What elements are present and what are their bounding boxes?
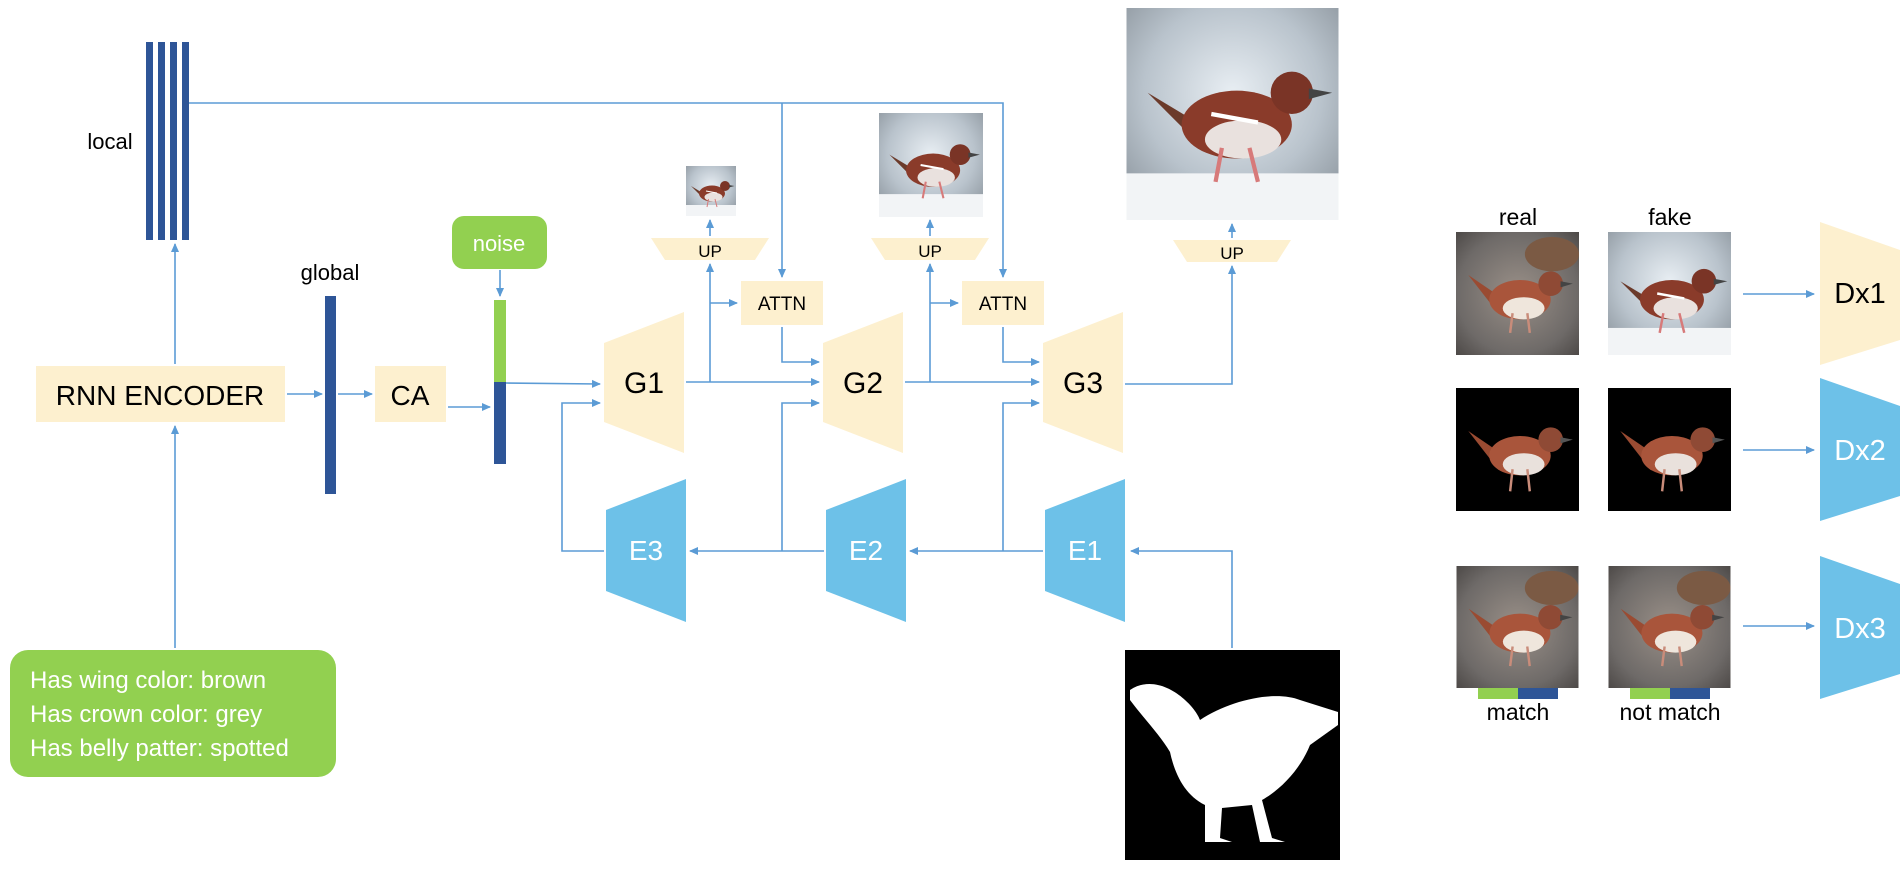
discriminator-dx3 [1820,556,1900,699]
attn-label-2: ATTN [979,294,1027,315]
ca-label: CA [391,380,430,411]
up-label-3: UP [1220,244,1244,263]
arrow-local-to-attn2 [189,102,1007,278]
g1-label: G1 [624,367,664,400]
generator-g2 [823,312,903,453]
arrow-e3-to-g1 [561,399,604,552]
arrow-vector-to-g1 [505,379,601,388]
real-image [1456,232,1579,355]
noise-vector [494,300,506,382]
attribute-line-3: Has belly patter: spotted [30,735,289,762]
dx3-label: Dx3 [1834,613,1886,645]
segmentation-mask-image [1125,650,1340,860]
up-label-2: UP [918,242,942,261]
match-label: match [1487,699,1550,725]
fake-foreground-image [1608,388,1731,511]
condition-vector [494,382,506,464]
arrow-attn2-to-g3 [1002,327,1040,366]
up-block-1 [651,238,769,260]
match-condition-strip [1518,688,1558,699]
local-word-features [146,42,189,240]
connections [171,102,1815,648]
encoder-e3 [606,479,686,622]
encoder-e2 [826,479,906,622]
global-label: global [301,260,360,285]
attn-block-2 [962,281,1044,325]
attribute-line-2: Has crown color: grey [30,701,262,728]
generator-g3 [1043,312,1123,453]
global-sentence-feature [325,296,336,494]
discriminator-dx2 [1820,378,1900,521]
attribute-line-1: Has wing color: brown [30,667,266,694]
e1-label: E1 [1068,535,1102,566]
up-block-2 [871,238,989,260]
match-noise-strip [1478,688,1518,699]
arrow-mask-to-e1 [1130,547,1233,648]
discriminator-dx1 [1820,222,1900,365]
arrow-attn1-to-g2 [781,327,820,366]
generated-image-256 [1127,8,1339,220]
not-match-noise-strip [1630,688,1670,699]
generated-image-128 [879,113,983,217]
e2-label: E2 [849,535,883,566]
real-foreground-image [1456,388,1579,511]
noise-label: noise [473,231,526,256]
up-block-3 [1173,240,1291,262]
dx2-label: Dx2 [1834,435,1886,467]
not-match-label: not match [1620,699,1721,725]
g3-label: G3 [1063,367,1103,400]
up-label-1: UP [698,242,722,261]
generator-g1 [604,312,684,453]
attn-label-1: ATTN [758,294,806,315]
fake-image [1608,232,1731,355]
rnn-encoder-box [36,366,285,422]
not-match-condition-strip [1670,688,1710,699]
dx1-label: Dx1 [1834,278,1886,310]
real-label: real [1499,204,1537,230]
noise-box [452,216,547,269]
ca-box [375,366,446,422]
g2-label: G2 [843,367,883,400]
rnn-encoder-label: RNN ENCODER [56,380,264,411]
encoder-e1 [1045,479,1125,622]
not-match-image [1609,566,1731,688]
arrow-e2-to-g2 [781,399,820,551]
e3-label: E3 [629,535,663,566]
arrow-e1-to-g3 [1002,399,1040,551]
match-image [1457,566,1579,688]
local-label: local [87,129,132,154]
arrow-g3-to-up [1125,265,1236,385]
fake-label: fake [1648,204,1691,230]
attribute-text-box [10,650,336,777]
generated-image-64 [686,166,736,216]
attn-block-1 [741,281,823,325]
